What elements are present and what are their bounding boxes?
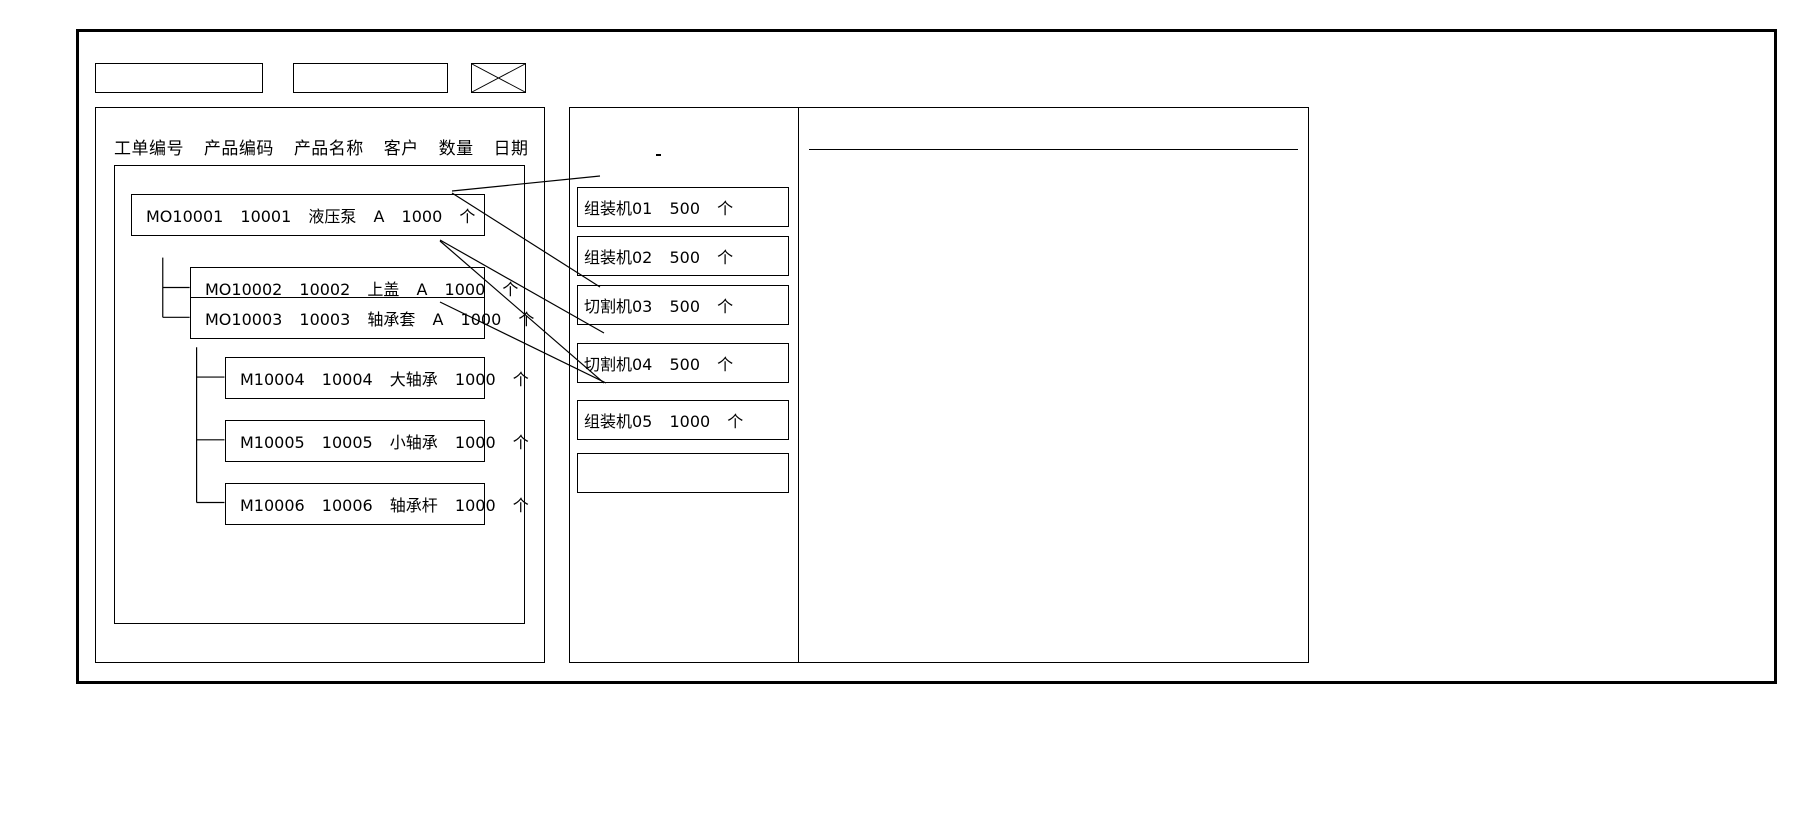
- machine-quantity: 500: [669, 199, 701, 218]
- work-order-column-headers: 工单编号 产品编码 产品名称 客户 数量 日期: [114, 134, 543, 159]
- cell-order-no: MO10003: [205, 310, 283, 329]
- column-header-customer: 客户: [383, 139, 419, 159]
- tree-row[interactable]: M10005 10005 小轴承 1000 个: [225, 420, 529, 462]
- cell-product-name: 轴承套: [367, 310, 416, 329]
- machine-quantity: 500: [669, 297, 701, 316]
- cell-order-no: MO10001: [146, 207, 224, 226]
- machine-item-empty[interactable]: [577, 453, 789, 493]
- cell-product-code: 10004: [321, 370, 373, 389]
- cell-quantity: 1000: [401, 207, 443, 226]
- cell-unit: 个: [512, 370, 529, 389]
- machine-quantity: 500: [669, 355, 701, 374]
- cell-product-name: 液压泵: [308, 207, 357, 226]
- cell-unit: 个: [518, 310, 535, 329]
- machine-quantity: 1000: [669, 412, 711, 431]
- cell-product-code: 10003: [299, 310, 351, 329]
- machine-unit: 个: [727, 412, 744, 431]
- detail-header-rule: [809, 149, 1298, 150]
- machine-quantity: 500: [669, 248, 701, 267]
- machine-item[interactable]: 组装机05 1000 个: [577, 400, 789, 440]
- machine-name: 组装机01: [584, 199, 653, 218]
- machine-item[interactable]: 切割机03 500 个: [577, 285, 789, 325]
- cell-unit: 个: [502, 280, 519, 299]
- cell-product-name: 轴承杆: [389, 496, 438, 515]
- application-window: 工单编号 产品编码 产品名称 客户 数量 日期 MO100: [76, 29, 1777, 684]
- cell-order-no: MO10002: [205, 280, 283, 299]
- machine-name: 切割机03: [584, 297, 653, 316]
- machine-item[interactable]: 切割机04 500 个: [577, 343, 789, 383]
- cell-product-name: 小轴承: [389, 433, 438, 452]
- column-header-quantity: 数量: [438, 139, 474, 159]
- cell-order-no: M10004: [240, 370, 305, 389]
- cell-order-no: M10006: [240, 496, 305, 515]
- toolbar-field-1[interactable]: [95, 63, 263, 93]
- cell-unit: 个: [512, 496, 529, 515]
- cell-product-name: 大轴承: [389, 370, 438, 389]
- cell-product-code: 10002: [299, 280, 351, 299]
- column-header-product-name: 产品名称: [293, 139, 364, 159]
- machine-name: 切割机04: [584, 355, 653, 374]
- tree-row[interactable]: M10006 10006 轴承杆 1000 个: [225, 483, 529, 525]
- machine-unit: 个: [717, 297, 734, 316]
- x-box-placeholder-icon[interactable]: [471, 63, 526, 93]
- machine-item[interactable]: 组装机01 500 个: [577, 187, 789, 227]
- panel-divider: [798, 108, 799, 662]
- cell-quantity: 1000: [454, 370, 496, 389]
- detail-panel: [799, 108, 1308, 662]
- marker-dot: [656, 154, 661, 156]
- cell-order-no: M10005: [240, 433, 305, 452]
- column-header-order-no: 工单编号: [114, 139, 184, 159]
- toolbar: [95, 63, 526, 93]
- machine-name: 组装机05: [584, 412, 653, 431]
- cell-quantity: 1000: [454, 496, 496, 515]
- x-cross-icon: [472, 64, 525, 92]
- toolbar-field-2[interactable]: [293, 63, 448, 93]
- cell-quantity: 1000: [460, 310, 502, 329]
- machine-unit: 个: [717, 199, 734, 218]
- machine-unit: 个: [717, 355, 734, 374]
- cell-product-code: 10005: [321, 433, 373, 452]
- cell-unit: 个: [459, 207, 476, 226]
- cell-customer: A: [432, 310, 444, 329]
- machine-allocation-panel: 组装机01 500 个 组装机02 500 个 切割机03 500 个 切割机0…: [569, 107, 1309, 663]
- column-header-date: 日期: [493, 139, 529, 159]
- work-order-panel: 工单编号 产品编码 产品名称 客户 数量 日期 MO100: [95, 107, 545, 663]
- tree-row[interactable]: M10004 10004 大轴承 1000 个: [225, 357, 529, 399]
- tree-row[interactable]: MO10001 10001 液压泵 A 1000 个: [131, 194, 485, 236]
- tree-row[interactable]: MO10003 10003 轴承套 A 1000 个: [190, 297, 534, 339]
- machine-name: 组装机02: [584, 248, 653, 267]
- cell-customer: A: [416, 280, 428, 299]
- work-order-tree: MO10001 10001 液压泵 A 1000 个 MO10002 10002…: [114, 165, 534, 624]
- machine-unit: 个: [717, 248, 734, 267]
- cell-quantity: 1000: [454, 433, 496, 452]
- machine-item[interactable]: 组装机02 500 个: [577, 236, 789, 276]
- cell-product-name: 上盖: [367, 280, 400, 299]
- cell-product-code: 10001: [240, 207, 292, 226]
- cell-unit: 个: [512, 433, 529, 452]
- cell-customer: A: [373, 207, 385, 226]
- cell-product-code: 10006: [321, 496, 373, 515]
- column-header-product-code: 产品编码: [203, 139, 274, 159]
